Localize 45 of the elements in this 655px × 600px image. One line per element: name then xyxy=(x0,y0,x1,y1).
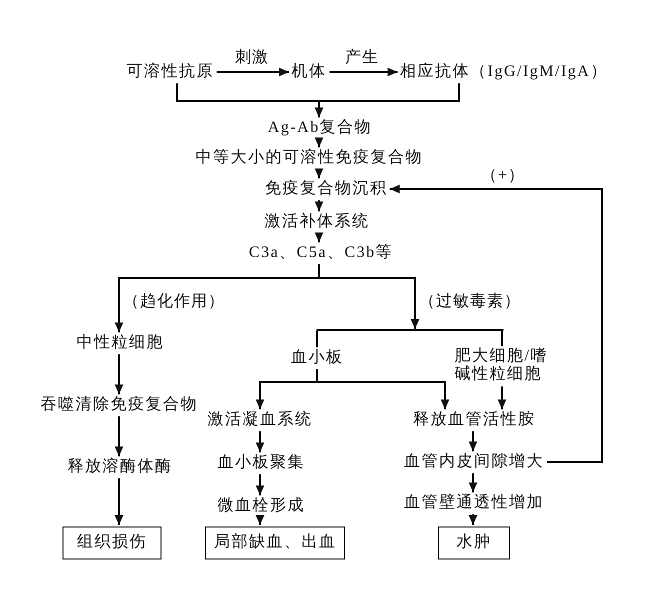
flow-step-text: 中等大小的可溶性免疫复合物 xyxy=(195,148,423,168)
flow-step-text: 吞噬清除免疫复合物 xyxy=(40,396,198,414)
flow-step-text: 机体 xyxy=(292,62,326,82)
arrow xyxy=(114,354,124,394)
arrow xyxy=(498,386,506,410)
arrow xyxy=(390,184,603,463)
flow-step-text: 释放血管活性胺 xyxy=(412,410,536,430)
flow-step-text: 释放溶酶体酶 xyxy=(68,458,172,476)
arrow xyxy=(256,474,264,496)
flow-step-text: 血管内皮间隙增大 xyxy=(404,452,544,472)
arrow xyxy=(330,68,398,76)
arrow xyxy=(256,431,264,452)
arrow xyxy=(318,264,420,329)
arrow xyxy=(314,137,324,148)
arrow xyxy=(256,515,264,525)
connector-line xyxy=(316,331,318,348)
flow-step-text: 肥大细胞/嗜碱性粒细胞 xyxy=(454,348,560,384)
flow-step-text: C3a、C5a、C3b等 xyxy=(248,244,394,262)
arrow xyxy=(314,232,324,242)
arrow xyxy=(314,200,324,212)
arrow xyxy=(468,431,478,452)
outcome-box: 组织损伤 xyxy=(62,526,162,560)
outcome-box: 水肿 xyxy=(438,526,510,560)
flow-step-text: 相应抗体（IgG/IgM/IgA） xyxy=(400,62,608,82)
arrow xyxy=(114,416,124,456)
arrow xyxy=(314,168,324,178)
arrow xyxy=(316,369,450,410)
flow-step-text: 中性粒细胞 xyxy=(76,334,164,352)
arrow xyxy=(216,68,289,76)
arrow xyxy=(468,473,478,492)
flow-step-text: Ag-Ab复合物 xyxy=(268,118,372,138)
arrow xyxy=(314,83,460,118)
flow-step-text: 微血栓形成 xyxy=(217,496,305,516)
flow-step-text: 可溶性抗原 xyxy=(126,62,214,82)
flow-step-text: 激活凝血系统 xyxy=(208,410,312,430)
outcome-box: 局部缺血、出血 xyxy=(205,526,345,560)
flow-step-text: 血小板聚集 xyxy=(217,454,305,472)
flow-step-text: 血管壁通透性增加 xyxy=(404,494,544,512)
flow-step-text: 激活补体系统 xyxy=(264,212,370,232)
flow-step-text: 免疫复合物沉积 xyxy=(264,180,388,198)
arrow xyxy=(468,514,478,525)
connector-line xyxy=(501,331,503,346)
flow-step-text: 血小板 xyxy=(290,348,344,368)
edge-label: 刺激 xyxy=(235,49,269,68)
arrow xyxy=(114,478,124,525)
